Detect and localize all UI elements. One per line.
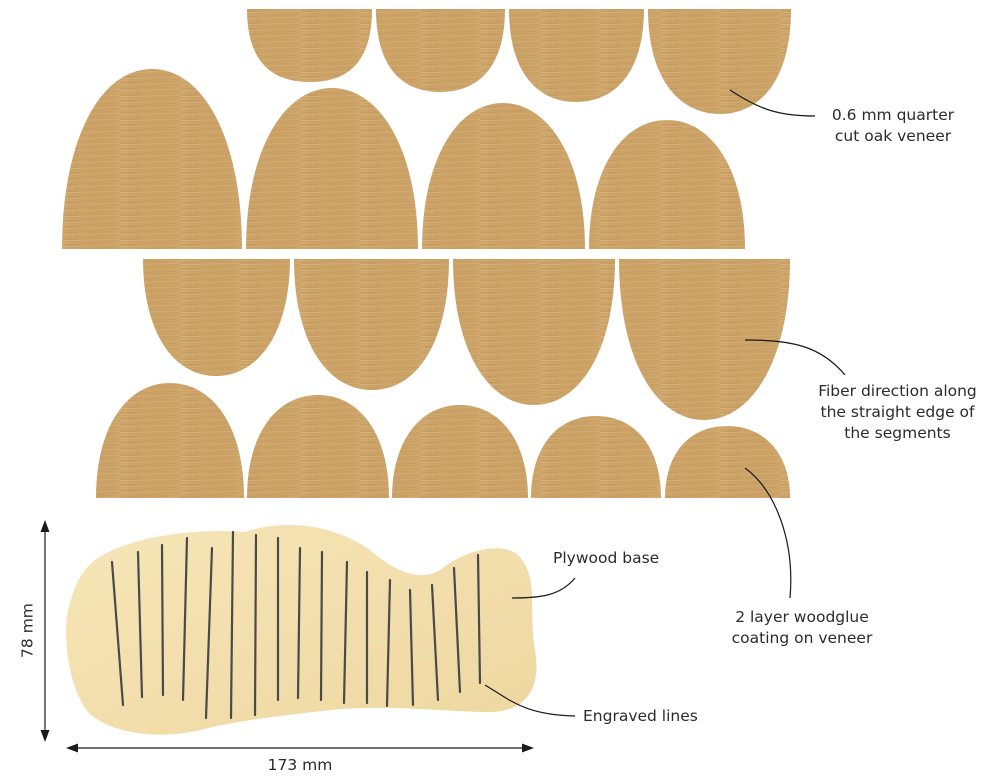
plywood-base-label: Plywood base: [553, 548, 659, 569]
coating-label-line-1: 2 layer woodglue: [712, 607, 892, 628]
veneer-segment: [247, 395, 389, 498]
fiber-label-line-1: Fiber direction along: [800, 381, 995, 402]
engraved-line: [321, 552, 322, 700]
plywood-base: [66, 525, 536, 735]
veneer-segment: [509, 9, 644, 102]
coating-label: 2 layer woodglue coating on veneer: [712, 607, 892, 649]
veneer-segment: [531, 416, 661, 498]
veneer-segment: [392, 405, 528, 498]
veneer-segment: [619, 259, 790, 420]
veneer-row-3: [143, 259, 790, 420]
veneer-segment: [294, 259, 449, 390]
width-dimension-label: 173 mm: [260, 755, 340, 776]
veneer-segment: [589, 120, 745, 249]
veneer-segment: [143, 259, 290, 376]
width-dimension-arrow: [66, 744, 534, 753]
veneer-row-2: [62, 69, 745, 249]
veneer-segment: [247, 9, 372, 82]
veneer-segment: [648, 9, 791, 114]
engraved-lines-label: Engraved lines: [583, 706, 698, 727]
veneer-label: 0.6 mm quarter cut oak veneer: [818, 105, 968, 147]
veneer-segment: [453, 259, 615, 405]
engraved-line: [162, 545, 163, 695]
fiber-direction-label: Fiber direction along the straight edge …: [800, 381, 995, 444]
veneer-segment: [62, 69, 242, 249]
veneer-segment: [665, 426, 790, 498]
height-dimension-arrow: [41, 520, 50, 742]
veneer-segment: [422, 103, 585, 249]
fiber-label-line-3: the segments: [800, 423, 995, 444]
veneer-segment: [96, 383, 244, 498]
coating-label-line-2: coating on veneer: [712, 628, 892, 649]
engraved-line: [255, 535, 256, 715]
fiber-label-line-2: the straight edge of: [800, 402, 995, 423]
veneer-label-line-1: 0.6 mm quarter: [818, 105, 968, 126]
height-dimension-label: 78 mm: [18, 596, 39, 666]
veneer-segment: [376, 9, 505, 92]
veneer-label-line-2: cut oak veneer: [818, 126, 968, 147]
veneer-segment: [246, 88, 418, 249]
